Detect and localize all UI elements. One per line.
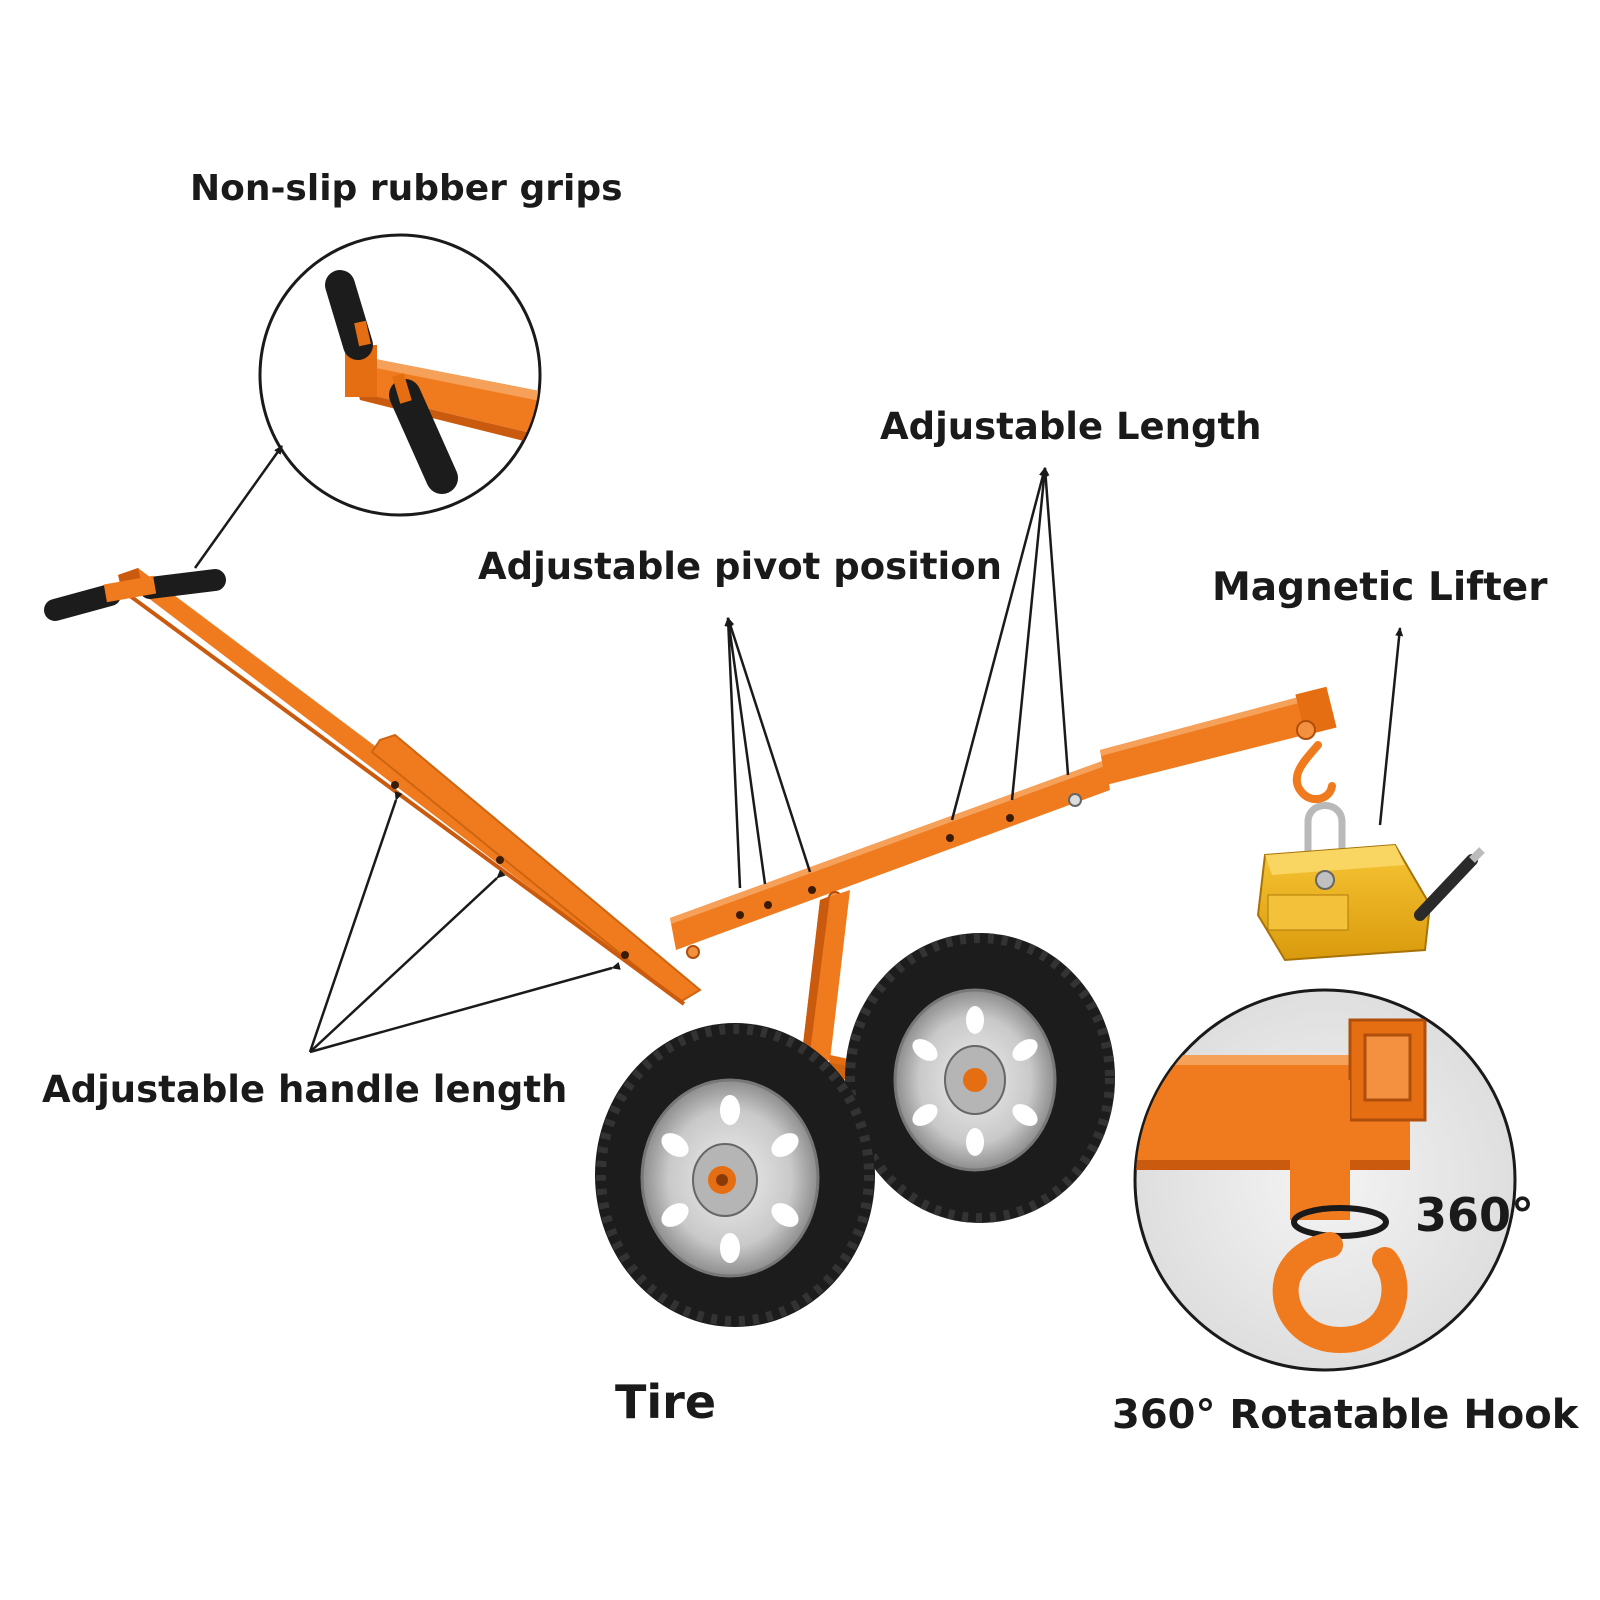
callout-lines xyxy=(193,445,1404,1054)
label-magnetic-lifter: Magnetic Lifter xyxy=(1212,565,1548,610)
magnet-arrow xyxy=(1378,627,1404,826)
label-grips: Non-slip rubber grips xyxy=(190,168,623,209)
boom-arm xyxy=(670,686,1337,959)
length-arrow-2 xyxy=(1010,467,1049,801)
label-tire: Tire xyxy=(615,1375,717,1429)
length-arrow-3 xyxy=(1041,467,1070,776)
grips-inset xyxy=(258,233,542,517)
label-pivot-position: Adjustable pivot position xyxy=(478,545,1002,588)
rear-wheel xyxy=(845,933,1115,1223)
length-arrow-1 xyxy=(950,467,1047,821)
pivot-arrow-1 xyxy=(724,617,742,889)
front-wheel xyxy=(595,1023,875,1327)
label-adjustable-length: Adjustable Length xyxy=(880,405,1262,448)
label-rotatable-hook: 360° Rotatable Hook xyxy=(1112,1392,1579,1438)
handle-arrow-3 xyxy=(309,962,621,1054)
magnetic-lifter xyxy=(1256,802,1485,962)
handle-arrow-1 xyxy=(308,791,403,1053)
label-360-degrees: 360° xyxy=(1415,1188,1535,1242)
pivot-arrow-3 xyxy=(726,617,812,873)
hook-inset xyxy=(1133,988,1517,1372)
pivot-arrow-2 xyxy=(725,617,767,885)
handle-arrow-2 xyxy=(309,869,506,1053)
grips-arrow xyxy=(193,445,284,569)
handle-frame xyxy=(44,568,702,1006)
label-handle-length: Adjustable handle length xyxy=(42,1068,568,1111)
